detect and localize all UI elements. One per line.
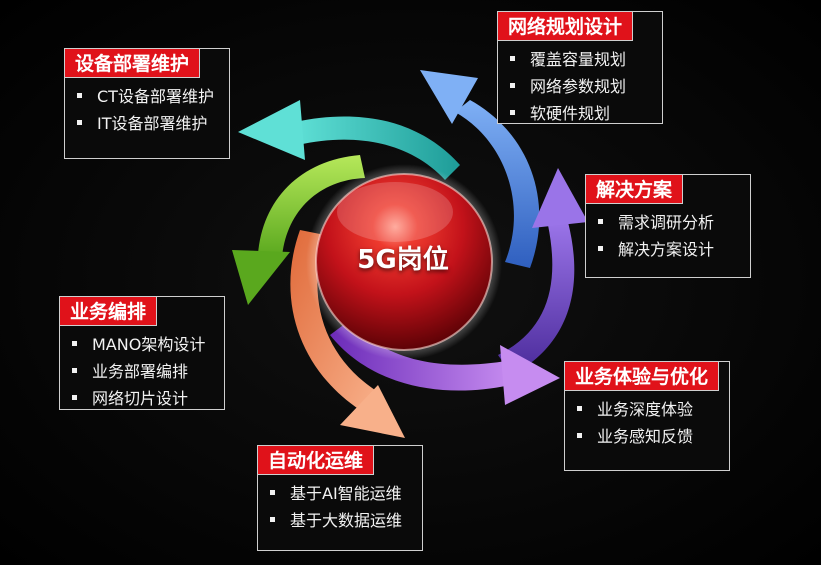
solution-title: 解决方案	[585, 174, 684, 204]
center-sphere	[306, 164, 502, 360]
list-item: 覆盖容量规划	[510, 46, 626, 73]
teal-arrow	[238, 100, 460, 180]
service-orchestration-title: 业务编排	[59, 296, 158, 326]
bullet-icon	[598, 246, 603, 251]
bullet-icon	[72, 341, 77, 346]
bullet-icon	[270, 517, 275, 522]
experience-list: 业务深度体验 业务感知反馈	[577, 396, 693, 450]
solution-box: 解决方案 需求调研分析 解决方案设计	[585, 174, 751, 278]
list-item: 基于AI智能运维	[270, 480, 402, 507]
list-item: IT设备部署维护	[77, 110, 214, 137]
list-item: 业务深度体验	[577, 396, 693, 423]
automation-list: 基于AI智能运维 基于大数据运维	[270, 480, 402, 534]
purple-arrow	[498, 168, 588, 375]
experience-box: 业务体验与优化 业务深度体验 业务感知反馈	[564, 361, 730, 471]
bullet-icon	[72, 368, 77, 373]
solution-list: 需求调研分析 解决方案设计	[598, 209, 714, 263]
list-item: 软硬件规划	[510, 100, 626, 127]
list-item: 业务感知反馈	[577, 423, 693, 450]
list-item: 网络参数规划	[510, 73, 626, 100]
bullet-icon	[577, 433, 582, 438]
automation-title: 自动化运维	[257, 445, 375, 475]
service-orchestration-list: MANO架构设计 业务部署编排 网络切片设计	[72, 331, 205, 412]
bullet-icon	[510, 83, 515, 88]
network-planning-title: 网络规划设计	[497, 11, 634, 41]
green-arrow	[232, 155, 365, 305]
bullet-icon	[77, 93, 82, 98]
list-item: 解决方案设计	[598, 236, 714, 263]
violet-arrow	[330, 320, 560, 405]
device-deploy-box: 设备部署维护 CT设备部署维护 IT设备部署维护	[64, 48, 230, 159]
bullet-icon	[598, 219, 603, 224]
bullet-icon	[77, 120, 82, 125]
network-planning-list: 覆盖容量规划 网络参数规划 软硬件规划	[510, 46, 626, 127]
bullet-icon	[577, 406, 582, 411]
list-item: 基于大数据运维	[270, 507, 402, 534]
bullet-icon	[510, 110, 515, 115]
list-item: 需求调研分析	[598, 209, 714, 236]
center-label: 5G岗位	[357, 245, 449, 275]
network-planning-box: 网络规划设计 覆盖容量规划 网络参数规划 软硬件规划	[497, 11, 663, 124]
list-item: CT设备部署维护	[77, 83, 214, 110]
list-item: MANO架构设计	[72, 331, 205, 358]
bullet-icon	[270, 490, 275, 495]
list-item: 网络切片设计	[72, 385, 205, 412]
experience-title: 业务体验与优化	[564, 361, 720, 391]
automation-box: 自动化运维 基于AI智能运维 基于大数据运维	[257, 445, 423, 551]
bullet-icon	[72, 395, 77, 400]
bullet-icon	[510, 56, 515, 61]
service-orchestration-box: 业务编排 MANO架构设计 业务部署编排 网络切片设计	[59, 296, 225, 410]
device-deploy-title: 设备部署维护	[64, 48, 201, 78]
blue-arrow	[420, 70, 540, 268]
device-deploy-list: CT设备部署维护 IT设备部署维护	[77, 83, 214, 137]
list-item: 业务部署编排	[72, 358, 205, 385]
